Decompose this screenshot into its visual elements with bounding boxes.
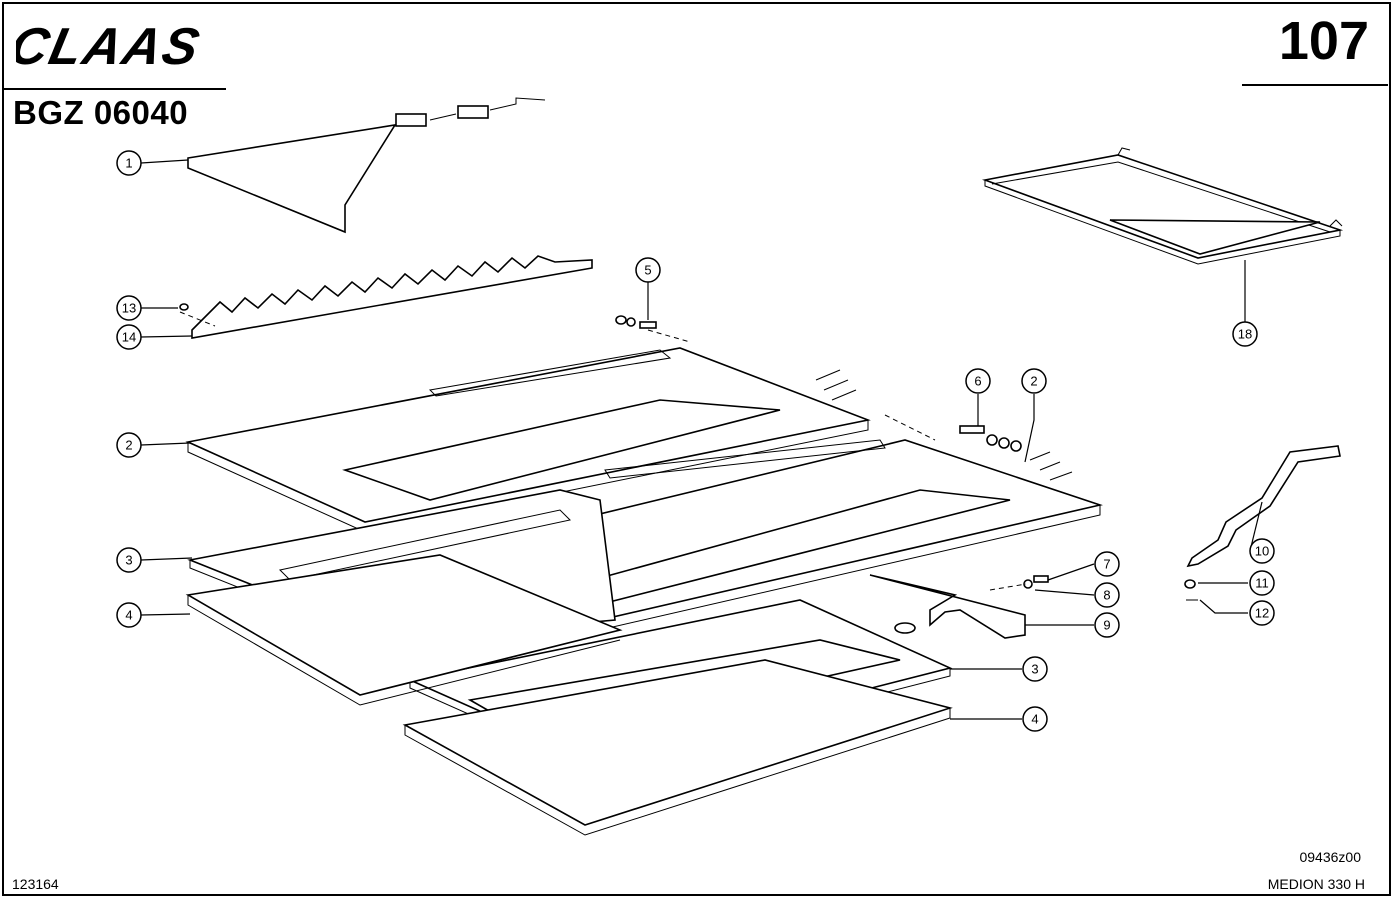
callout-8: 8 <box>1094 582 1120 608</box>
svg-text:18: 18 <box>1238 327 1252 342</box>
part-bolt-5 <box>615 315 657 329</box>
svg-text:11: 11 <box>1255 576 1269 591</box>
svg-text:12: 12 <box>1255 606 1269 621</box>
claas-logo: CLAAS <box>16 22 206 70</box>
part-bolt-7-8 <box>989 575 1049 591</box>
callout-12: 12 <box>1249 600 1275 626</box>
svg-text:3: 3 <box>1031 662 1038 677</box>
callout-2-left: 2 <box>116 432 142 458</box>
document-code: BGZ 06040 <box>13 94 189 131</box>
part-perforated-plate-right <box>402 659 953 836</box>
model-name: MEDION 330 H <box>1267 876 1365 892</box>
callout-4-left: 4 <box>116 602 142 628</box>
svg-text:3: 3 <box>125 553 132 568</box>
part-bracket <box>869 574 1026 639</box>
part-washer <box>1184 579 1196 589</box>
svg-text:13: 13 <box>122 301 136 316</box>
svg-text:4: 4 <box>125 608 132 623</box>
callout-11: 11 <box>1249 570 1275 596</box>
callout-7: 7 <box>1094 551 1120 577</box>
callout-10: 10 <box>1249 538 1275 564</box>
part-top-cover <box>981 147 1344 265</box>
callout-9: 9 <box>1094 612 1120 638</box>
callout-3-right: 3 <box>1022 656 1048 682</box>
leader-lines <box>140 159 1263 720</box>
svg-text:1: 1 <box>125 156 132 171</box>
callout-6: 6 <box>965 368 991 394</box>
svg-text:14: 14 <box>122 330 136 345</box>
part-bent-rod <box>1186 445 1341 568</box>
svg-text:10: 10 <box>1255 544 1269 559</box>
svg-text:CLAAS: CLAAS <box>16 22 206 70</box>
svg-text:8: 8 <box>1103 588 1110 603</box>
header-rule <box>4 88 226 90</box>
callout-1: 1 <box>116 150 142 176</box>
svg-text:5: 5 <box>644 263 651 278</box>
svg-text:6: 6 <box>974 374 981 389</box>
page-number: 107 <box>1278 11 1369 71</box>
part-perforated-plate-left <box>185 554 623 706</box>
drawing-number: 09436z00 <box>1299 849 1361 865</box>
callout-18: 18 <box>1232 321 1258 347</box>
header-rule <box>1242 84 1388 86</box>
catalog-code: 123164 <box>12 876 59 892</box>
svg-text:2: 2 <box>1030 374 1037 389</box>
callout-13: 13 <box>116 295 142 321</box>
part-serrated-strip <box>179 255 593 339</box>
svg-text:7: 7 <box>1103 557 1110 572</box>
callout-4-right: 4 <box>1022 706 1048 732</box>
part-bolt-6 <box>959 425 1022 452</box>
callout-14: 14 <box>116 324 142 350</box>
callout-2-right: 2 <box>1021 368 1047 394</box>
svg-text:9: 9 <box>1103 618 1110 633</box>
svg-text:4: 4 <box>1031 712 1038 727</box>
part-cover-plate <box>187 97 546 234</box>
svg-text:2: 2 <box>125 438 132 453</box>
callout-5: 5 <box>635 257 661 283</box>
callout-3-left: 3 <box>116 547 142 573</box>
